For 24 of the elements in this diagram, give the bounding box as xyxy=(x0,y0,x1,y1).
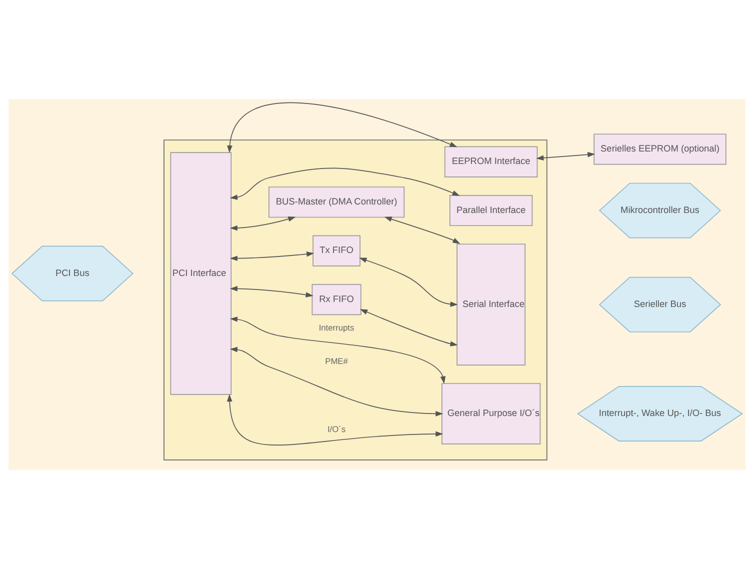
arrow xyxy=(359,257,458,306)
arrow xyxy=(226,394,444,445)
arrow xyxy=(230,286,314,297)
arrow xyxy=(230,167,460,200)
node-box: Tx FIFO xyxy=(312,234,360,266)
arrow xyxy=(384,216,460,244)
edge-label: I/O´s xyxy=(327,424,346,434)
node-box: BUS-Master (DMA Controller) xyxy=(268,186,405,218)
node-box: Rx FIFO xyxy=(312,284,362,315)
arrow xyxy=(360,308,458,346)
edge-label: PME# xyxy=(325,356,348,366)
arrow xyxy=(230,250,314,260)
edge-label: Interrupts xyxy=(318,322,354,332)
node-box: PCI Interface xyxy=(170,152,232,394)
node-box: EEPROM Interface xyxy=(444,146,538,177)
arrow xyxy=(230,346,444,416)
node-box: Serial Interface xyxy=(456,243,526,365)
arrow xyxy=(536,151,596,160)
node-box: General Purpose I/O´s xyxy=(442,382,541,444)
arrow xyxy=(230,216,296,230)
node-box: Serielles EEPROM (optional) xyxy=(594,133,726,164)
node-box: Parallel Interface xyxy=(449,194,533,226)
arrow xyxy=(227,102,458,153)
arrow xyxy=(230,316,446,384)
